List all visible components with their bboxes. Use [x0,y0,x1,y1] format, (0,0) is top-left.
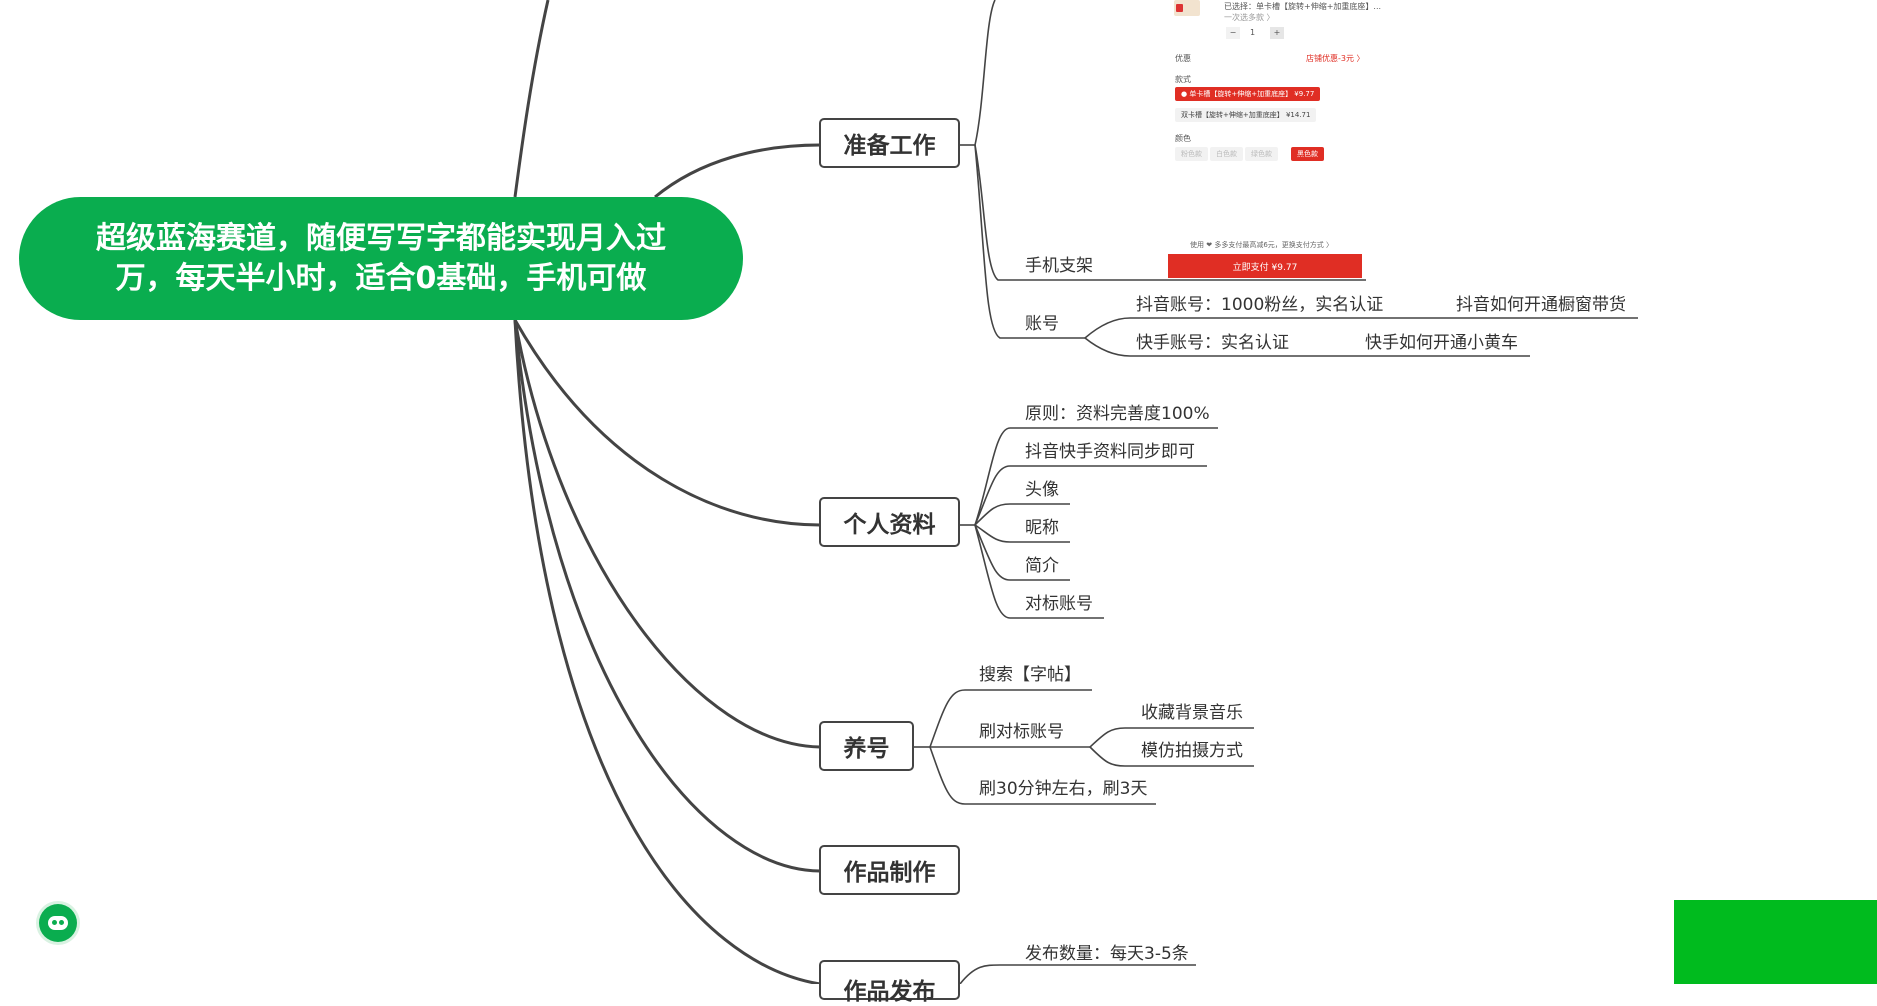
leaf-nurture-music[interactable]: 收藏背景音乐 [1141,703,1243,723]
branch-publish[interactable]: 作品发布 [819,960,960,1005]
leaf-phone-stand[interactable]: 手机支架 [1025,256,1093,276]
discount-value[interactable]: 店铺优惠-3元 〉 [1306,54,1365,63]
leaf-nurture-search[interactable]: 搜索【字帖】 [979,665,1081,685]
quantity-value: 1 [1250,28,1256,37]
product-quantity-hint[interactable]: 一次选多款 〉 [1224,13,1275,22]
leaf-nurture-duration[interactable]: 刷30分钟左右，刷3天 [979,779,1148,799]
leaf-kuaishou-account[interactable]: 快手账号：实名认证 [1136,333,1289,353]
color-option-4[interactable]: 黑色款 [1291,147,1324,161]
leaf-nurture-imitate[interactable]: 模仿拍摄方式 [1141,741,1243,761]
leaf-profile-intro[interactable]: 简介 [1025,556,1059,576]
pay-hint: 使用 ❤ 多多支付最高减6元，更换支付方式 〉 [1190,241,1333,249]
product-card-image: 已选择：单卡槽【旋转+伸缩+加重底座】... 一次选多款 〉 − 1 + 优惠 … [1166,0,1381,282]
product-thumbnail [1174,0,1200,16]
style-option-1[interactable]: ● 单卡槽【旋转+伸缩+加重底座】 ¥9.77 [1175,87,1321,101]
corner-green-panel [1674,900,1877,984]
color-label: 颜色 [1175,134,1191,143]
assistant-button[interactable] [39,904,77,942]
leaf-nurture-browse[interactable]: 刷对标账号 [979,722,1064,742]
style-option-2[interactable]: 双卡槽【旋转+伸缩+加重底座】 ¥14.71 [1175,108,1317,122]
product-selected-text: 已选择：单卡槽【旋转+伸缩+加重底座】... [1224,2,1382,11]
branch-prep[interactable]: 准备工作 [819,118,960,168]
discount-label: 优惠 [1175,54,1191,63]
robot-icon [48,916,68,930]
connector-lines [513,0,1638,984]
leaf-profile-principle[interactable]: 原则：资料完善度100% [1025,404,1210,424]
color-option-1[interactable]: 粉色款 [1175,147,1208,161]
color-option-2[interactable]: 白色款 [1210,147,1243,161]
branch-production[interactable]: 作品制作 [819,845,960,895]
style-label: 款式 [1175,75,1191,84]
product-quantity-stepper[interactable]: − 1 + [1226,27,1288,40]
leaf-profile-avatar[interactable]: 头像 [1025,480,1059,500]
pay-button[interactable]: 立即支付 ¥9.77 [1168,254,1362,278]
leaf-profile-benchmark[interactable]: 对标账号 [1025,594,1093,614]
color-option-3[interactable]: 绿色款 [1245,147,1278,161]
root-topic[interactable]: 超级蓝海赛道，随便写写字都能实现月入过 万，每天半小时，适合0基础，手机可做 [19,197,743,320]
leaf-profile-nickname[interactable]: 昵称 [1025,518,1059,538]
branch-profile[interactable]: 个人资料 [819,497,960,547]
leaf-douyin-link[interactable]: 抖音如何开通橱窗带货 [1456,295,1626,315]
quantity-plus-button[interactable]: + [1270,27,1284,39]
root-topic-line-2: 万，每天半小时，适合0基础，手机可做 [115,260,647,296]
leaf-publish-count[interactable]: 发布数量：每天3-5条 [1025,944,1189,964]
quantity-minus-button[interactable]: − [1226,27,1240,39]
leaf-kuaishou-link[interactable]: 快手如何开通小黄车 [1365,333,1518,353]
leaf-douyin-account[interactable]: 抖音账号：1000粉丝，实名认证 [1136,295,1384,315]
leaf-profile-sync[interactable]: 抖音快手资料同步即可 [1025,442,1195,462]
leaf-account[interactable]: 账号 [1025,314,1059,334]
branch-nurture[interactable]: 养号 [819,721,914,771]
root-topic-line-1: 超级蓝海赛道，随便写写字都能实现月入过 [96,220,666,256]
